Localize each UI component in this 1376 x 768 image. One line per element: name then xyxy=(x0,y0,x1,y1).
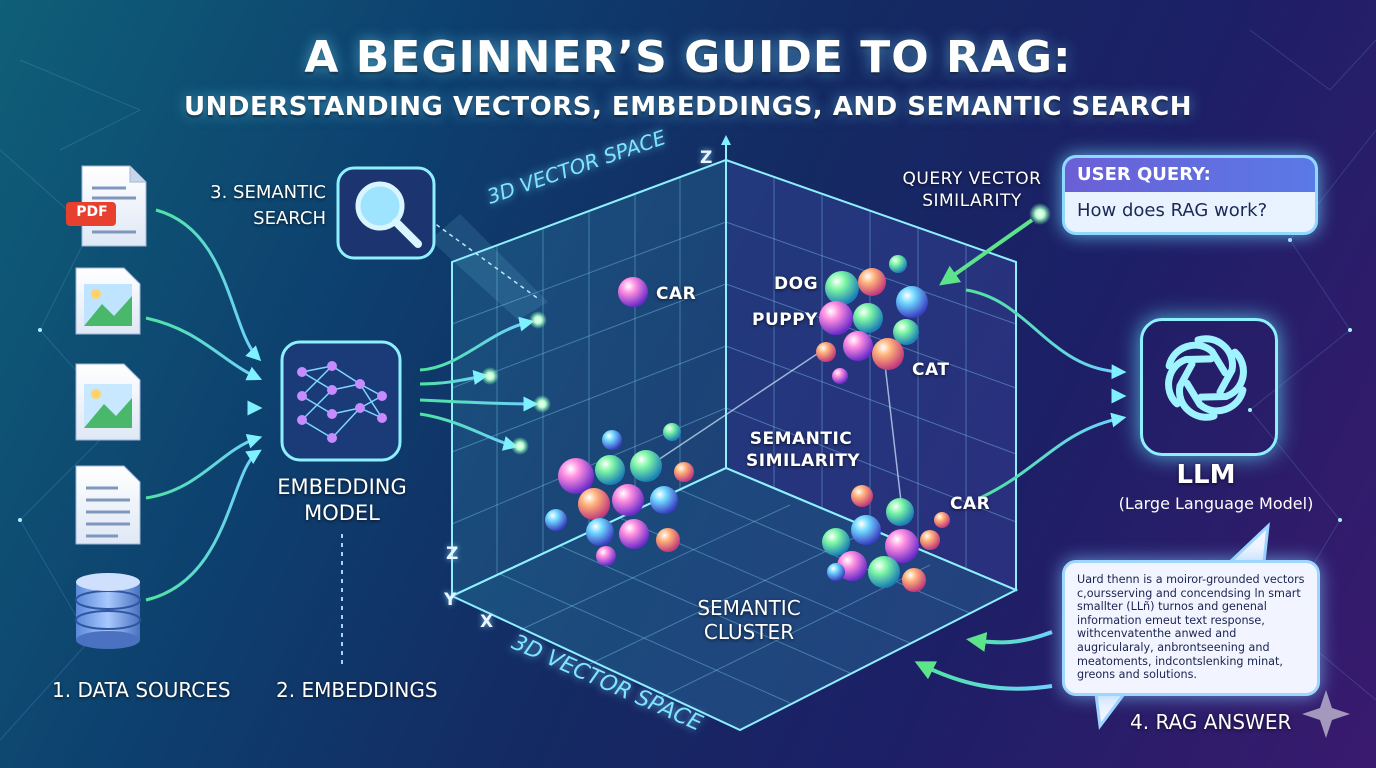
step-embeddings: 2. EMBEDDINGS xyxy=(276,678,438,702)
llm-subtitle: (Large Language Model) xyxy=(1118,494,1314,513)
word-car-top: CAR xyxy=(656,284,697,304)
word-cat: CAT xyxy=(912,360,950,380)
source-arrows xyxy=(145,208,539,602)
bubble-tail-bottom xyxy=(1094,692,1127,730)
word-dog: DOG xyxy=(774,274,819,294)
magnifier-icon xyxy=(336,166,548,320)
answer-arrows xyxy=(914,630,1053,691)
embedding-model-label: EMBEDDING MODEL xyxy=(277,475,407,525)
semantic-cluster-label: SEMANTIC CLUSTER xyxy=(697,596,801,644)
axis-y: Y xyxy=(444,590,457,610)
similarity-lines xyxy=(639,351,903,511)
user-query-header: USER QUERY: xyxy=(1065,158,1315,192)
page-title: A BEGINNER’S GUIDE TO RAG: xyxy=(304,32,1072,83)
axis-z: Z xyxy=(446,544,459,564)
embedding-endpoints xyxy=(481,311,551,455)
pdf-badge: PDF xyxy=(76,204,108,220)
axis-z-top: Z xyxy=(700,148,713,168)
word-puppy: PUPPY xyxy=(752,310,818,330)
bubble-tail xyxy=(1226,522,1270,564)
cluster-dog-cat xyxy=(816,255,928,384)
user-query-box[interactable]: USER QUERY: How does RAG work? xyxy=(1062,155,1318,235)
llm-tile xyxy=(1140,318,1278,456)
user-query-text: How does RAG work? xyxy=(1077,200,1268,221)
sparkle-icon xyxy=(1302,690,1350,738)
llm-arrows xyxy=(965,288,1127,500)
text-document-icon xyxy=(75,465,141,545)
neural-network-icon xyxy=(280,340,402,462)
query-vector-arrow xyxy=(939,203,1051,286)
image-file-icon-2 xyxy=(75,363,141,441)
cluster-semantic xyxy=(822,485,950,592)
query-vector-label: QUERY VECTOR SIMILARITY xyxy=(902,169,1042,211)
axis-x: X xyxy=(480,612,494,632)
semantic-similarity-label: SEMANTIC SIMILARITY xyxy=(746,429,861,471)
step-data-sources: 1. DATA SOURCES xyxy=(52,678,231,702)
word-car-right: CAR xyxy=(950,494,991,514)
llm-title: LLM xyxy=(1176,460,1236,490)
step-semantic-search: 3. SEMANTIC SEARCH xyxy=(210,182,326,229)
openai-logo-icon xyxy=(1165,335,1247,421)
cluster-left xyxy=(545,423,694,566)
rag-answer-box: Uard thenn is a moiror-grounded vectors … xyxy=(1062,560,1320,696)
car-point xyxy=(618,277,648,307)
page-subtitle: UNDERSTANDING VECTORS, EMBEDDINGS, AND S… xyxy=(183,92,1193,122)
database-icon xyxy=(75,573,141,649)
document-pdf-icon xyxy=(66,165,147,247)
image-file-icon xyxy=(75,267,141,335)
step-rag-answer: 4. RAG ANSWER xyxy=(1130,710,1292,734)
